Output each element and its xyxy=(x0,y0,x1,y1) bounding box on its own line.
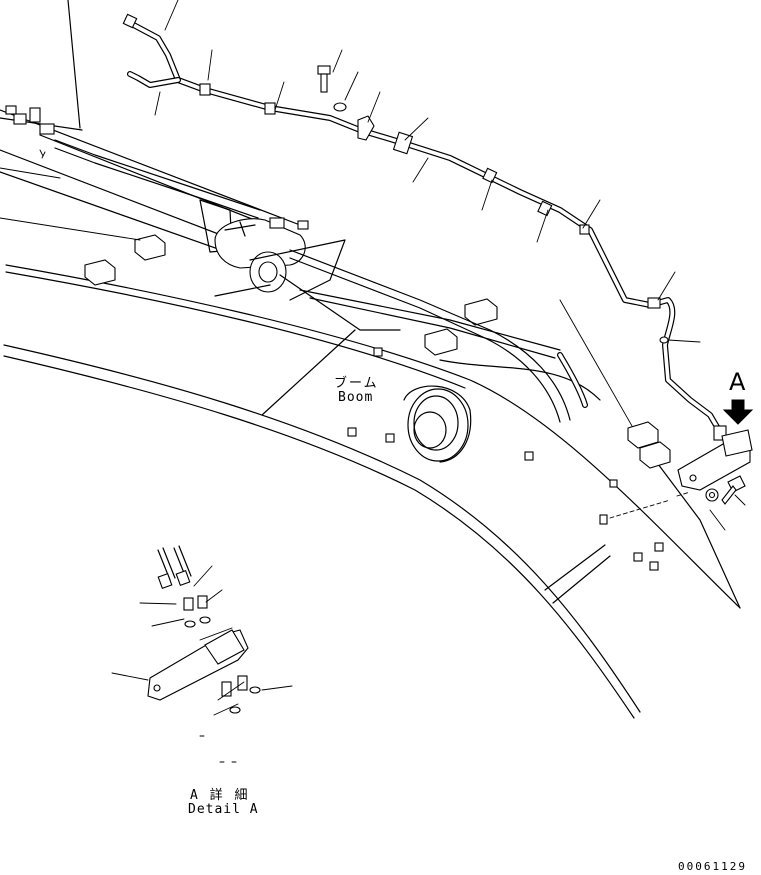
detail-a-title-jp: A 詳 細 xyxy=(190,788,250,803)
arm-cylinder xyxy=(0,109,401,331)
view-a-bracket xyxy=(609,429,753,519)
arrow-down-icon xyxy=(722,399,754,425)
grease-hose xyxy=(557,352,588,408)
boom-pin-boss xyxy=(403,385,472,463)
grease-pipe xyxy=(122,13,727,441)
view-letter-a: A xyxy=(729,368,746,396)
leader-lines xyxy=(0,0,746,531)
detail-a-title-en: Detail A xyxy=(188,802,259,817)
boom-label-jp: ブーム xyxy=(334,376,379,391)
boom-structure xyxy=(0,0,741,719)
boom-label-en: Boom xyxy=(338,390,374,405)
detail-a-drawing xyxy=(111,545,293,763)
pipe-brackets xyxy=(84,234,671,469)
left-fittings xyxy=(5,105,55,159)
hydraulic-lines xyxy=(54,139,601,423)
boom-lugs xyxy=(347,347,664,571)
drawing-number: 00061129 xyxy=(678,860,747,873)
